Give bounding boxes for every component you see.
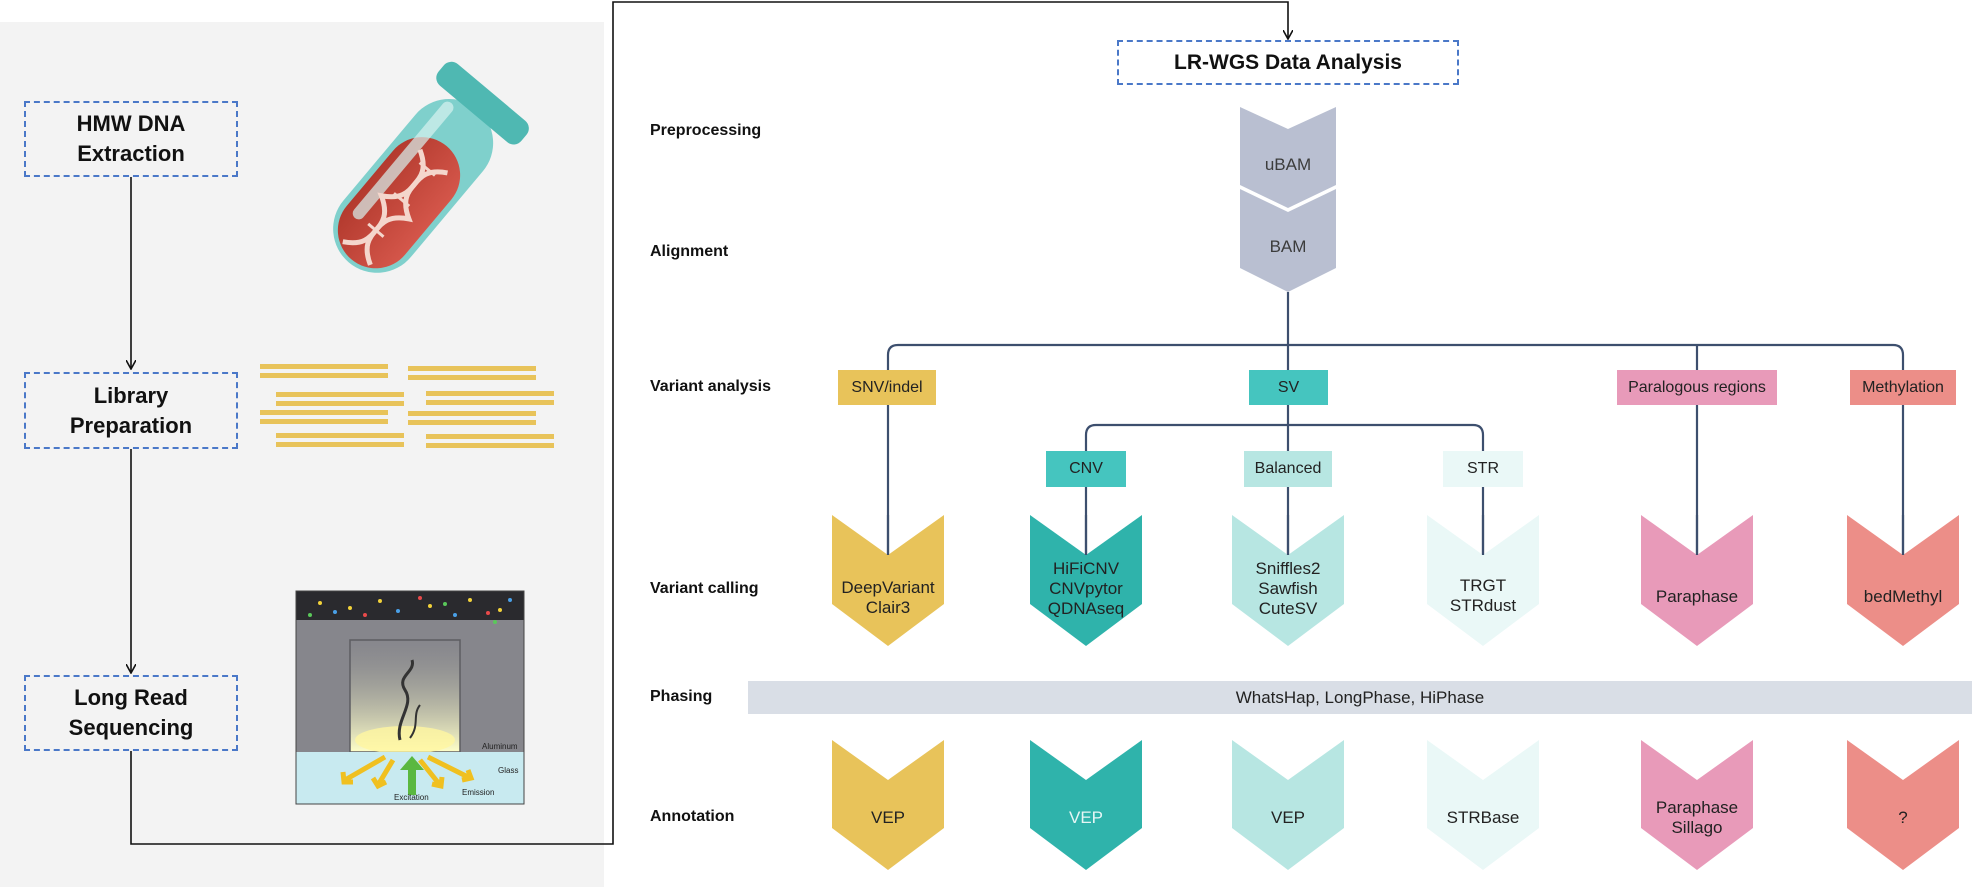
step-hmw-dna-extraction: HMW DNA Extraction (24, 101, 238, 177)
row-label-variant-calling: Variant calling (650, 580, 759, 597)
caller-snv: DeepVariant Clair3 (841, 578, 935, 617)
annotation-methylation: ? (1898, 808, 1908, 827)
row-label-alignment: Alignment (650, 243, 729, 260)
workflow-connectors (131, 1, 1288, 845)
annotation-str: STRBase (1446, 808, 1520, 827)
sv-subtype-cnv: CNV (1046, 451, 1126, 487)
label-glass: Glass (498, 766, 518, 775)
row-label-preprocessing: Preprocessing (650, 122, 762, 139)
annotation-cnv: VEP (1068, 808, 1104, 827)
caller-balanced: Sniffles2 Sawfish CuteSV (1255, 559, 1321, 618)
methylation-caller-arrow (1847, 515, 1959, 646)
dna-test-tube-icon (333, 61, 529, 273)
bam-label: BAM (1269, 237, 1307, 256)
category-paralogous-regions: Paralogous regions (1617, 370, 1777, 405)
category-snv-indel: SNV/indel (838, 370, 936, 405)
sv-subtype-balanced: Balanced (1244, 451, 1332, 487)
snv-caller-arrow (832, 515, 944, 646)
ubam-arrow (1240, 107, 1336, 208)
annotation-paralogous: Paraphase Sillago (1655, 798, 1739, 837)
caller-str: TRGT STRdust (1449, 576, 1517, 615)
bam-arrow (1240, 189, 1336, 292)
chevron-arrows (832, 107, 1959, 870)
caller-paralogous: Paraphase (1655, 587, 1739, 606)
balanced-caller-arrow (1232, 515, 1344, 646)
row-label-annotation: Annotation (650, 808, 735, 825)
cnv-annotation-arrow (1030, 740, 1142, 870)
sequencing-well-image: Aluminum Glass Excitation Emission (295, 590, 525, 805)
sv-subtype-str: STR (1443, 451, 1523, 487)
ubam-label: uBAM (1264, 155, 1312, 174)
analysis-title: LR-WGS Data Analysis (1117, 40, 1459, 85)
step-library-preparation: Library Preparation (24, 372, 238, 449)
snv-annotation-arrow (832, 740, 944, 870)
dna-fragments-icon (260, 364, 554, 448)
row-label-variant-analysis: Variant analysis (650, 378, 771, 395)
paralogous-caller-arrow (1641, 515, 1753, 646)
phasing-tools-bar: WhatsHap, LongPhase, HiPhase (748, 681, 1972, 714)
annotation-balanced: VEP (1270, 808, 1306, 827)
caller-cnv: HiFiCNV CNVpytor QDNAseq (1047, 559, 1125, 618)
paralogous-annotation-arrow (1641, 740, 1753, 870)
arrow-notch-lines (886, 515, 1905, 555)
label-aluminum: Aluminum (482, 742, 518, 751)
methylation-annotation-arrow (1847, 740, 1959, 870)
balanced-annotation-arrow (1232, 740, 1344, 870)
category-sv: SV (1249, 370, 1328, 405)
label-emission: Emission (462, 788, 494, 797)
str-caller-arrow (1427, 515, 1539, 646)
cnv-caller-arrow (1030, 515, 1142, 646)
label-excitation: Excitation (394, 793, 429, 802)
analysis-connectors (886, 292, 1905, 555)
category-methylation: Methylation (1850, 370, 1956, 405)
annotation-snv: VEP (870, 808, 906, 827)
str-annotation-arrow (1427, 740, 1539, 870)
caller-methylation: bedMethyl (1863, 587, 1943, 606)
step-long-read-sequencing: Long Read Sequencing (24, 675, 238, 751)
row-label-phasing: Phasing (650, 688, 713, 705)
